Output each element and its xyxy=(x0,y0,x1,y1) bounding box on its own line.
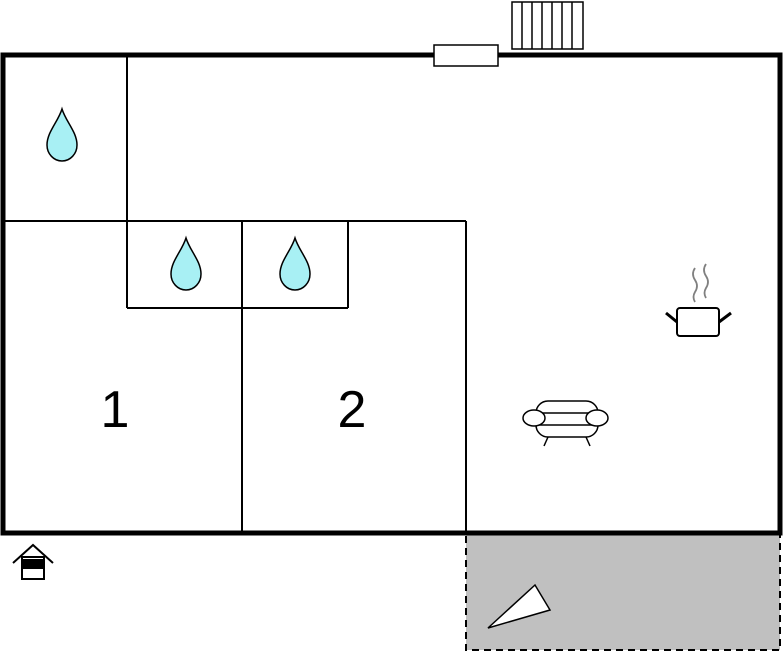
sofa-icon xyxy=(522,400,609,447)
water-drop-icon xyxy=(170,235,202,291)
water-drop-icon xyxy=(279,235,311,291)
entrance-house-icon xyxy=(12,543,54,580)
radiator-icon xyxy=(511,1,584,50)
terrace-icon xyxy=(487,583,552,629)
terrace xyxy=(465,532,781,651)
room-label-1: 1 xyxy=(101,381,130,439)
cooking-pot-icon xyxy=(665,263,732,337)
interior-walls xyxy=(3,55,467,533)
water-drop-icon xyxy=(46,106,78,162)
outer-wall xyxy=(0,52,783,536)
window-icon xyxy=(433,44,499,67)
room-label-2: 2 xyxy=(338,381,367,439)
